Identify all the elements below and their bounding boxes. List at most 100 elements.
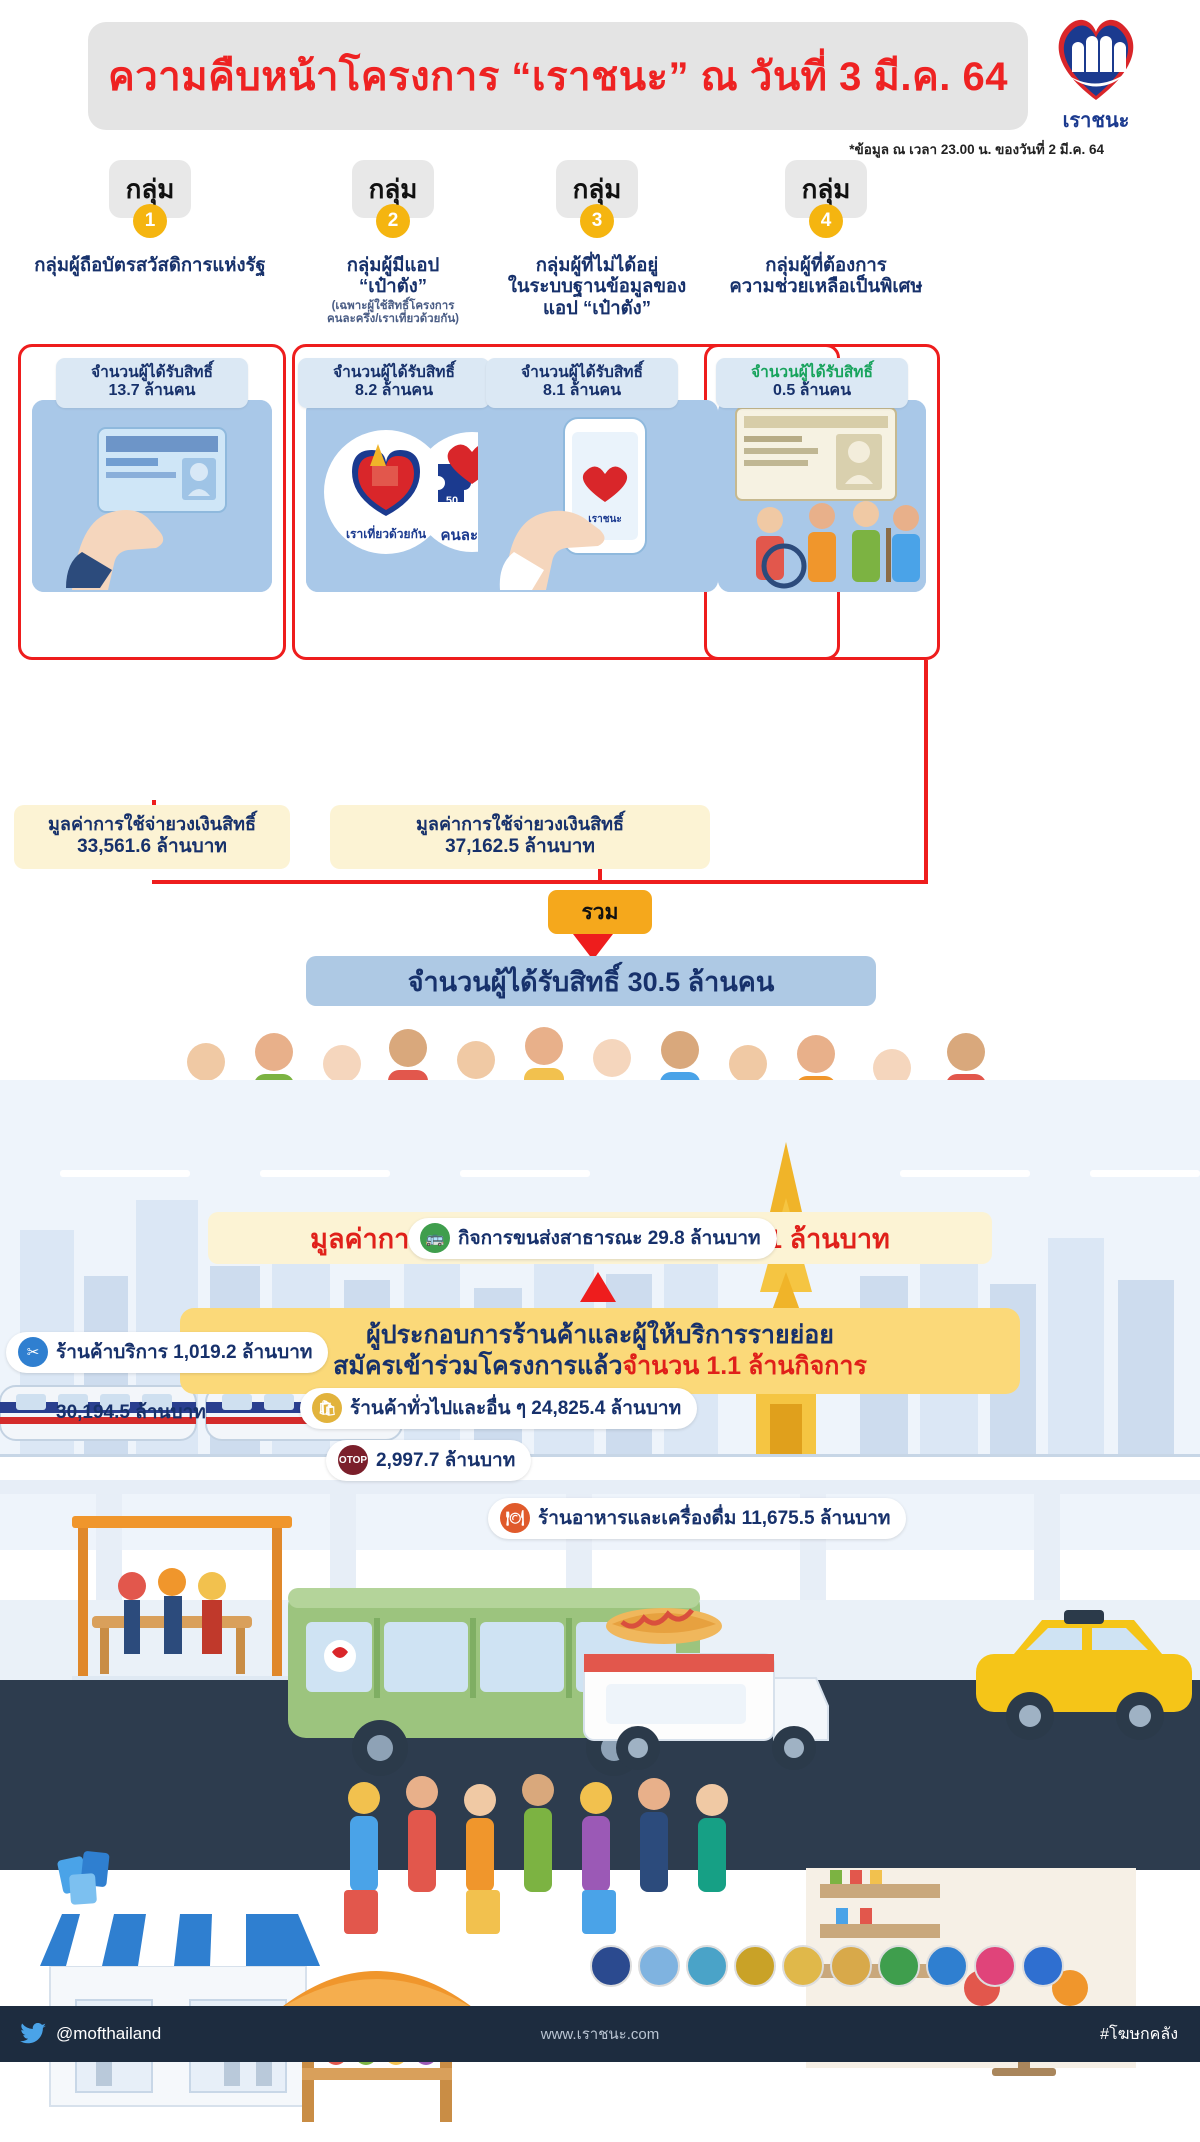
group-column-2: กลุ่ม 2 กลุ่มผู้มีแอป “เป๋าตัง” (เฉพาะผู… [262,160,524,326]
category-chip-service: ✂ ร้านค้าบริการ 1,019.2 ล้านบาท [6,1332,329,1373]
total-beneficiaries-banner: จำนวนผู้ได้รับสิทธิ์ 30.5 ล้านคน [306,956,876,1006]
category-chip-otop: OTOP 2,997.7 ล้านบาท [326,1440,532,1481]
road-dash [260,1170,390,1177]
group-headers: กลุ่ม 1 กลุ่มผู้ถือบัตรสวัสดิการแห่งรัฐ … [0,160,1200,350]
group-column-4: กลุ่ม 4 กลุ่มผู้ที่ต้องการ ความช่วยเหลือ… [700,160,952,300]
thong-fah-flag-icon [57,1851,110,1905]
footer-hashtag: #โฆษกคลัง [1100,2025,1178,2043]
group-description-3: กลุ่มผู้ที่ไม่ได้อยู่ ในระบบฐานข้อมูลของ… [507,254,687,318]
taxi-icon [976,1610,1192,1740]
connector-vertical-right [924,660,928,884]
connector-horizontal-right [598,880,928,884]
agency-seal-icon [734,1945,776,1987]
connector-horizontal-left [152,880,602,884]
viaduct [0,1480,1200,1494]
spend-value-1: 33,561.6 ล้านบาท [77,835,227,857]
merchant-line-1: ผู้ประกอบการร้านค้าและผู้ให้บริการรายย่อ… [366,1320,834,1349]
beneficiary-card-2: จำนวนผู้ได้รับสิทธิ์ 8.2 ล้านคน [298,358,490,409]
spend-value-2: 37,162.5 ล้านบาท [445,835,595,857]
spend-label-2: มูลค่าการใช้จ่ายวงเงินสิทธิ์ [416,814,624,834]
group-description-2: กลุ่มผู้มีแอป “เป๋าตัง” [346,254,440,297]
group-chip-label-2: กลุ่ม [368,174,418,204]
group-description-1: กลุ่มผู้ถือบัตรสวัสดิการแห่งรัฐ [34,254,266,275]
twitter-bird-icon [20,2023,46,2044]
hand-holding-state-welfare-card-icon [32,400,272,592]
special-assistance-people-id-card-icon [718,400,926,592]
viaduct-pillar [96,1494,122,1614]
svg-text:เราเที่ยวด้วยกัน: เราเที่ยวด้วยกัน [346,525,427,541]
food-truck-icon [583,1608,829,1770]
group-number-2: 2 [376,204,410,238]
category-label-flagship: 30,194.5 ล้านบาท [56,1402,206,1423]
beneficiary-value-2: 8.2 ล้านคน [354,382,434,400]
spend-box-1: มูลค่าการใช้จ่ายวงเงินสิทธิ์ 33,561.6 ล้… [14,805,290,870]
road-dash [60,1170,190,1177]
title-plate: ความคืบหน้าโครงการ “เราชนะ” ณ วันที่ 3 ม… [88,22,1028,130]
category-label-transport: กิจการขนส่งสาธารณะ 29.8 ล้านบาท [458,1228,761,1249]
agency-seal-icon [830,1945,872,1987]
group-chip-1: กลุ่ม 1 [109,160,191,238]
group-chip-2: กลุ่ม 2 [352,160,434,238]
road-dash [460,1170,590,1177]
beneficiary-card-3: จำนวนผู้ได้รับสิทธิ์ 8.1 ล้านคน [486,358,678,409]
service-shop-icon: ✂ [18,1337,48,1367]
spend-box-2: มูลค่าการใช้จ่ายวงเงินสิทธิ์ 37,162.5 ล้… [330,805,710,870]
otop-logo-icon: OTOP [338,1445,368,1475]
agency-seal-icon [782,1945,824,1987]
food-drink-icon: 🍽 [500,1503,530,1533]
group-column-3: กลุ่ม 3 กลุ่มผู้ที่ไม่ได้อยู่ ในระบบฐานข… [476,160,718,321]
group-bracket-1 [18,344,286,660]
header: ความคืบหน้าโครงการ “เราชนะ” ณ วันที่ 3 ม… [0,0,1200,157]
group-description-4: กลุ่มผู้ที่ต้องการ ความช่วยเหลือเป็นพิเศ… [729,254,923,297]
connector-vertical-center [598,862,602,884]
agency-seal-icon [926,1945,968,1987]
beneficiary-label-4: จำนวนผู้ได้รับสิทธิ์ [751,364,873,381]
group-subdescription-2: (เฉพาะผู้ใช้สิทธิ์โครงการ คนละครึ่ง/เราเ… [326,299,460,326]
beneficiary-label-1: จำนวนผู้ได้รับสิทธิ์ [91,364,213,381]
skytrain-deck [0,1454,1200,1480]
group-chip-label-3: กลุ่ม [572,174,622,204]
restaurant-cafe-icon [806,1868,1136,2076]
sum-badge: รวม [548,890,652,934]
beneficiary-value-3: 8.1 ล้านคน [542,382,622,400]
footer-left: @mofthailand [20,2023,161,2045]
arrow-up-icon [580,1272,616,1302]
beneficiary-label-2: จำนวนผู้ได้รับสิทธิ์ [333,364,455,381]
agency-seal-icon [638,1945,680,1987]
beneficiary-value-1: 13.7 ล้านคน [108,382,196,400]
category-chip-food: 🍽 ร้านอาหารและเครื่องดื่ม 11,675.5 ล้านบ… [488,1498,907,1539]
footer-twitter-handle[interactable]: @mofthailand [56,2024,162,2043]
hand-holding-smartphone-icon: เราชนะ [478,400,718,592]
beneficiary-value-4: 0.5 ล้านคน [772,382,852,400]
heart-people-logo-icon [1058,19,1134,100]
public-transport-icon: 🚌 [420,1223,450,1253]
agency-seal-icon [878,1945,920,1987]
beneficiary-label-3: จำนวนผู้ได้รับสิทธิ์ [521,364,643,381]
viaduct-pillar [1034,1494,1060,1614]
footer-website[interactable]: www.เราชนะ.com [540,2026,660,2043]
merchant-line-2: สมัครเข้าร่วมโครงการแล้วจำนวน 1.1 ล้านกิ… [333,1351,867,1382]
category-chip-transport: 🚌 กิจการขนส่งสาธารณะ 29.8 ล้านบาท [408,1218,777,1259]
merchant-count-highlight: จำนวน 1.1 ล้านกิจการ [622,1352,867,1380]
temple-spire-icon [746,1142,826,1462]
category-label-service: ร้านค้าบริการ 1,019.2 ล้านบาท [56,1342,313,1363]
page-title: ความคืบหน้าโครงการ “เราชนะ” ณ วันที่ 3 ม… [108,55,1008,99]
shoppers-illustration-icon [344,1774,728,1934]
shopping-bags-icon: 🛍 [312,1393,342,1423]
road-dash [900,1170,1030,1177]
footer: @mofthailand www.เราชนะ.com #โฆษกคลัง [0,2006,1200,2062]
building [1118,1280,1174,1460]
group-chip-3: กลุ่ม 3 [556,160,638,238]
beneficiary-card-4: จำนวนผู้ได้รับสิทธิ์ 0.5 ล้านคน [716,358,908,409]
group-number-1: 1 [133,204,167,238]
bus-stop-shelter-icon [72,1516,292,1686]
group-column-1: กลุ่ม 1 กลุ่มผู้ถือบัตรสวัสดิการแห่งรัฐ [20,160,280,278]
category-label-general: ร้านค้าทั่วไปและอื่น ๆ 24,825.4 ล้านบาท [350,1398,682,1419]
category-chip-flagship: 30,194.5 ล้านบาท [56,1392,222,1433]
spend-label-1: มูลค่าการใช้จ่ายวงเงินสิทธิ์ [48,814,256,834]
category-chip-general: 🛍 ร้านค้าทั่วไปและอื่น ๆ 24,825.4 ล้านบา… [300,1388,698,1429]
group-number-4: 4 [809,204,843,238]
group-chip-label-4: กลุ่ม [801,174,851,204]
as-of-note: *ข้อมูล ณ เวลา 23.00 น. ของวันที่ 2 มี.ค… [849,142,1104,157]
